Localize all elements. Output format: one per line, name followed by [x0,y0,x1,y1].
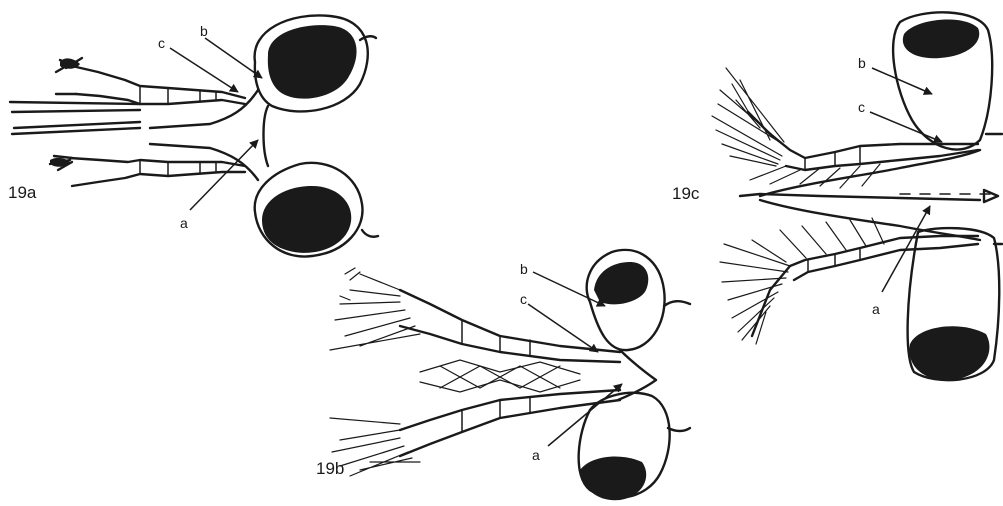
lower-antenna-19b [400,390,620,456]
upper-eye-19b [587,250,690,350]
label-a-19a: a [180,215,188,231]
label-b-19b: b [520,261,528,277]
lower-antenna-19c [720,218,978,344]
figure-label-19a: 19a [8,183,37,202]
figure-label-19b: 19b [316,459,344,478]
label-a-19b: a [532,447,540,463]
label-c-19b: c [520,291,527,307]
label-c-19a: c [158,35,165,51]
lower-eye-19b [579,393,690,500]
lower-eye-19a [255,163,378,257]
upper-antenna-19a [56,58,245,104]
upper-eye-19a [255,15,376,111]
lower-eye-19c [908,228,1002,380]
upper-antenna-19b [400,290,620,362]
figure-19c [712,12,1002,380]
figure-label-19c: 19c [672,184,700,203]
upper-antenna-19c [712,68,978,188]
figure-19b [330,250,690,500]
label-a-19c: a [872,301,880,317]
label-b-19c: b [858,55,866,71]
label-b-19a: b [200,23,208,39]
label-c-19c: c [858,99,865,115]
figure-19a [10,15,378,256]
bristles-19b [330,268,580,476]
lower-antenna-19a [50,156,245,186]
